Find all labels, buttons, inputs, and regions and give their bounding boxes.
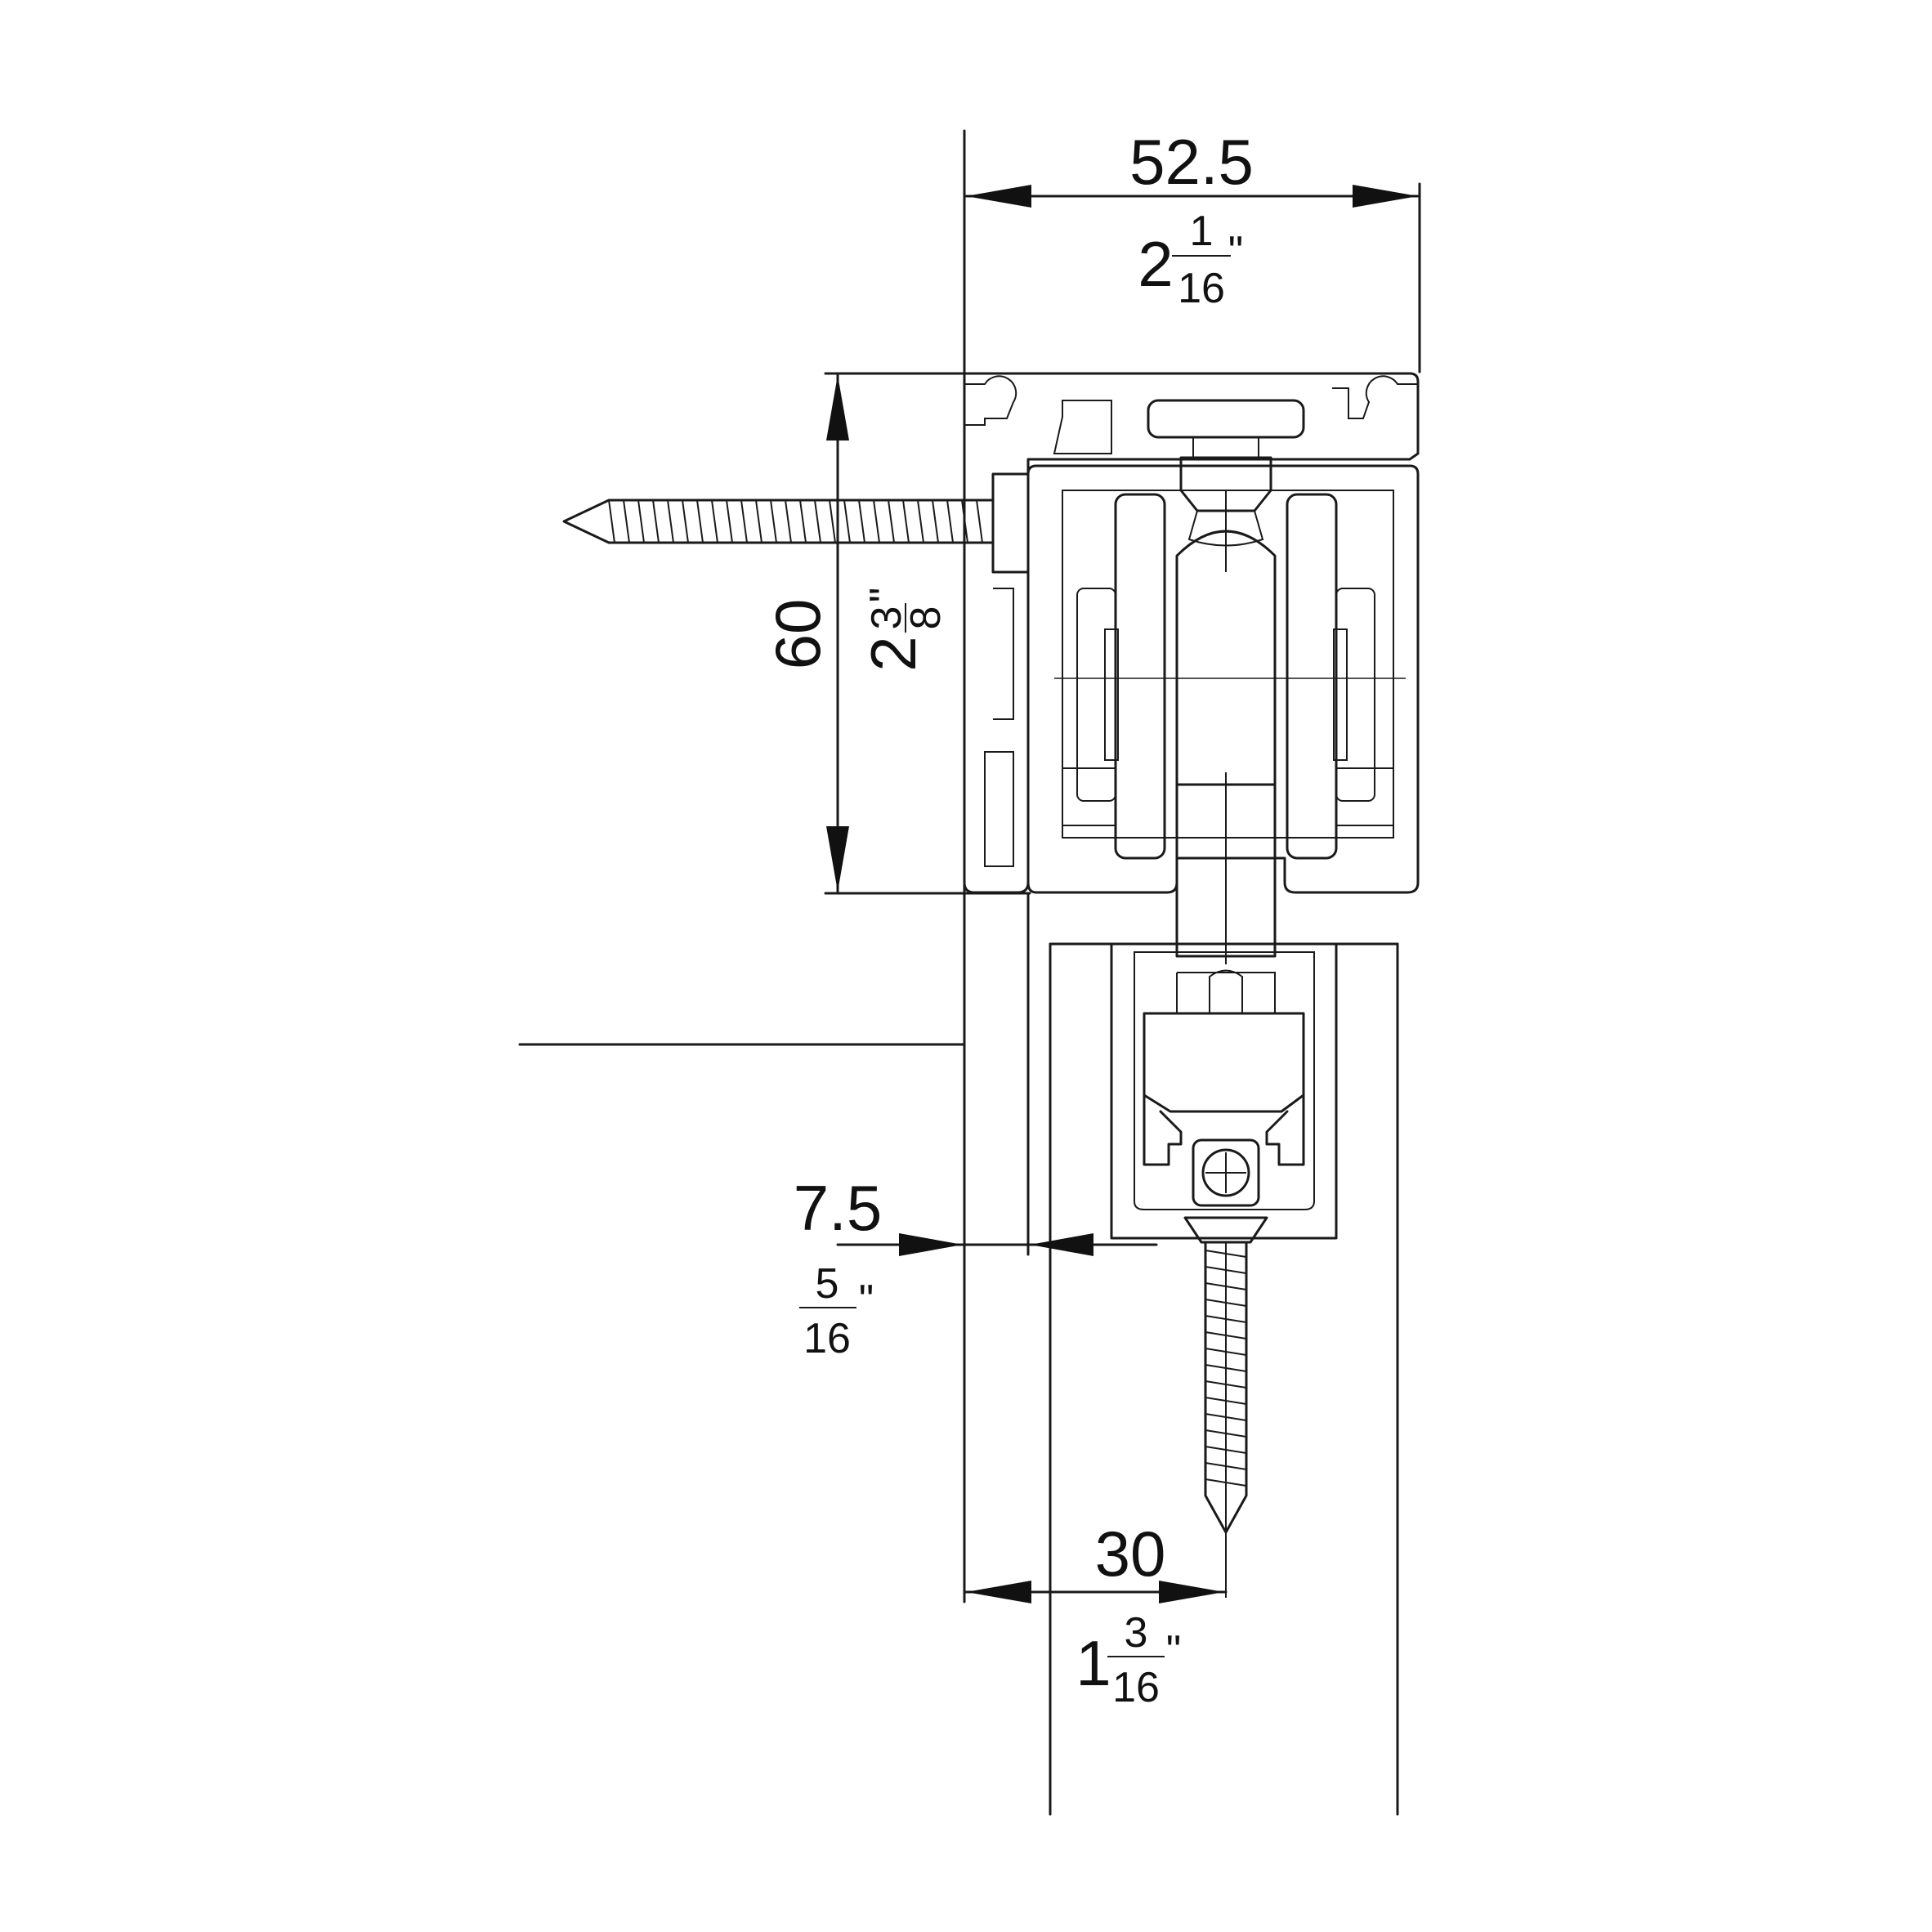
dimension-screw-inch-mark: " xyxy=(1166,1627,1181,1675)
fitting-screw-seat xyxy=(1192,1138,1260,1207)
dimension-height-inch-whole: 2 xyxy=(857,636,929,671)
dimension-height-inch-den: 8 xyxy=(902,606,950,630)
fitting-top-slot xyxy=(1176,969,1276,1014)
screw-position-arrowhead-left xyxy=(966,1581,1031,1603)
dimension-screw-inch-num: 3 xyxy=(1125,1609,1148,1657)
fitting-clamp-block xyxy=(1143,1012,1305,1113)
dimension-screw-position: 30 1 3 16 " xyxy=(963,1518,1228,1711)
adjuster-stem xyxy=(1192,437,1259,458)
dimension-top-inch-whole: 2 xyxy=(1138,228,1173,300)
dimension-screw-inch-whole: 1 xyxy=(1076,1627,1111,1699)
arrowhead-right xyxy=(1353,185,1418,208)
dimension-top-inch-mark: " xyxy=(1228,228,1243,275)
door-screw xyxy=(1183,1216,1268,1598)
dimension-screw-inch-den: 16 xyxy=(1112,1664,1160,1711)
arrowhead-up xyxy=(826,375,849,441)
dimension-top-inch-num: 1 xyxy=(1190,208,1214,255)
dimension-top-metric: 52.5 xyxy=(1129,126,1254,198)
wheel-right-bearing xyxy=(1335,588,1375,802)
track-outer-outline xyxy=(963,372,1420,894)
wheel-left-guard xyxy=(1062,767,1116,826)
fitting-right-claw xyxy=(1265,1093,1305,1166)
track-inner-web xyxy=(984,588,1014,867)
dimension-screw-metric: 30 xyxy=(1095,1518,1166,1590)
dimension-top-inch-den: 16 xyxy=(1178,265,1225,312)
wheel-left-hub xyxy=(1104,628,1119,761)
track-left-slot xyxy=(964,375,1017,426)
screw-position-arrowhead-right xyxy=(1159,1581,1224,1603)
dimension-height-metric: 60 xyxy=(762,599,834,670)
offset-arrowhead-left xyxy=(899,1233,963,1256)
dimension-offset-inch-den: 16 xyxy=(803,1315,851,1362)
fitting-inner-frame xyxy=(1134,951,1315,1210)
dimension-height-inch-mark: " xyxy=(861,588,909,602)
dimension-offset-inch-num: 5 xyxy=(816,1260,839,1308)
wheel-right xyxy=(1286,493,1338,860)
dimension-height: 60 2 3 8 " xyxy=(762,372,1031,895)
dimension-offset-inch-mark: " xyxy=(859,1277,874,1324)
fitting-left-claw xyxy=(1143,1093,1183,1166)
carriage-housing-outer xyxy=(1026,464,1420,894)
dimension-top-width: 52.5 2 1 16 " xyxy=(963,126,1421,373)
dimension-height-inch-num: 3 xyxy=(863,606,910,630)
track-right-slot xyxy=(1332,375,1418,419)
trolley-body xyxy=(1175,530,1277,786)
door-screw-body xyxy=(1204,1241,1248,1534)
track-inner-lip-left xyxy=(1053,400,1112,454)
offset-arrowhead-right xyxy=(1030,1233,1093,1256)
wheel-left-bearing xyxy=(1076,588,1116,802)
dimension-offset-metric: 7.5 xyxy=(794,1172,882,1244)
track-profile xyxy=(963,372,1420,894)
door-screw-head xyxy=(1183,1216,1268,1244)
adjuster-cap xyxy=(1147,399,1305,439)
wall-screw-thread xyxy=(608,499,983,543)
wall-screw xyxy=(562,499,995,544)
wheel-right-hub xyxy=(1333,628,1348,761)
fitting-screw-head xyxy=(1201,1148,1250,1197)
fitting-housing xyxy=(1110,942,1338,1240)
arrowhead-left xyxy=(966,185,1031,208)
door-top-fitting xyxy=(1110,942,1338,1240)
arrowhead-down xyxy=(826,826,849,892)
wheel-right-guard xyxy=(1335,767,1393,826)
wheel-left xyxy=(1114,493,1166,860)
carriage-housing-inner xyxy=(1062,490,1394,839)
fitting-screw-cross xyxy=(1205,1152,1246,1193)
trolley-carriage xyxy=(1026,399,1420,964)
dimension-offset: 7.5 5 16 " xyxy=(794,892,1158,1362)
